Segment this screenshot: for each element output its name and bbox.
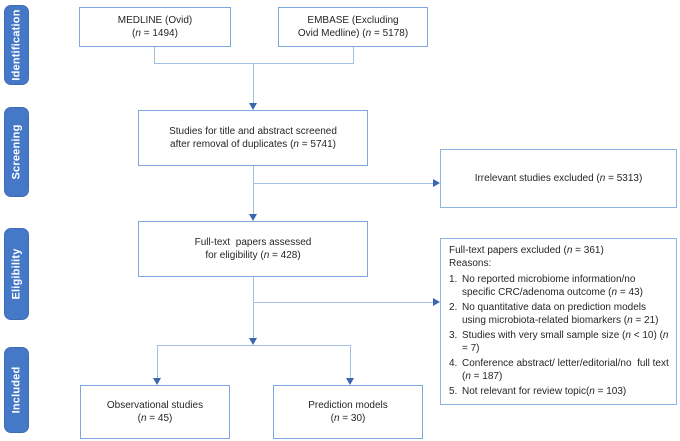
box-prediction-line2: (n = 30) — [330, 413, 366, 424]
stage-label-screening-text: Screening — [10, 124, 23, 180]
arrowhead-to-excluded — [433, 298, 440, 306]
stage-label-identification-text: Identification — [10, 9, 23, 81]
reason-number: 3. — [449, 330, 458, 341]
stage-label-included: Included — [4, 347, 29, 433]
arrowhead-to-split — [249, 338, 257, 345]
box-prediction-line1: Prediction models — [308, 400, 388, 411]
box-medline-line1: MEDLINE (Ovid) — [117, 15, 193, 26]
connector-screened-to-fulltext — [253, 166, 254, 214]
exclusion-reason-item: 5. Not relevant for review topic(n = 103… — [449, 386, 670, 399]
box-screened-line1: Studies for title and abstract screened — [169, 126, 337, 137]
reason-number: 2. — [449, 302, 458, 313]
connector-to-irrelevant — [253, 183, 433, 184]
box-fulltext-excluded: Full-text papers excluded (n = 361) Reas… — [440, 238, 677, 405]
stage-label-screening: Screening — [4, 107, 29, 197]
box-embase-line2: Ovid Medline) (n = 5178) — [297, 28, 409, 39]
box-screened: Studies for title and abstract screened … — [138, 110, 368, 166]
reason-text: No reported microbiome information/no sp… — [462, 274, 643, 298]
connector-to-prediction — [350, 345, 351, 379]
reason-text: Studies with very small sample size (n <… — [462, 330, 672, 354]
reason-text: Conference abstract/ letter/editorial/no… — [462, 358, 672, 382]
arrowhead-to-irrelevant — [433, 179, 440, 187]
connector-to-observational — [157, 345, 158, 379]
connector-to-excluded — [253, 302, 433, 303]
arrowhead-to-fulltext — [249, 214, 257, 221]
box-fulltext-assessed: Full-text papers assessed for eligibilit… — [138, 221, 368, 277]
stage-label-eligibility: Eligibility — [4, 228, 29, 320]
box-irrelevant-excluded-line1: Irrelevant studies excluded (n = 5313) — [474, 173, 643, 184]
box-observational-line2: (n = 45) — [137, 413, 173, 424]
arrowhead-to-prediction — [346, 378, 354, 385]
box-embase: EMBASE (Excluding Ovid Medline) (n = 517… — [278, 7, 428, 47]
stage-label-identification: Identification — [4, 5, 29, 85]
exclusion-reason-item: 2. No quantitative data on prediction mo… — [449, 302, 670, 327]
stage-label-included-text: Included — [10, 366, 23, 414]
box-observational-line1: Observational studies — [106, 400, 204, 411]
box-fulltext-excluded-header: Full-text papers excluded (n = 361) Reas… — [449, 245, 670, 270]
reason-number: 1. — [449, 274, 458, 285]
stage-label-eligibility-text: Eligibility — [10, 248, 23, 300]
reason-text: No quantitative data on prediction model… — [462, 302, 659, 326]
box-embase-line1: EMBASE (Excluding — [307, 15, 399, 26]
connector-embase-down — [353, 47, 354, 63]
exclusion-reason-item: 1. No reported microbiome information/no… — [449, 274, 670, 299]
box-prediction-models: Prediction models (n = 30) — [273, 385, 423, 439]
reason-number: 4. — [449, 358, 458, 369]
box-medline-line2: (n = 1494) — [132, 28, 178, 39]
box-observational-studies: Observational studies (n = 45) — [80, 385, 230, 439]
arrowhead-to-screened — [249, 103, 257, 110]
connector-medline-down — [154, 47, 155, 63]
reason-text: Not relevant for review topic(n = 103) — [462, 386, 627, 397]
box-fulltext-assessed-line1: Full-text papers assessed — [194, 237, 312, 248]
reason-number: 5. — [449, 386, 458, 397]
box-medline: MEDLINE (Ovid) (n = 1494) — [79, 7, 231, 47]
box-fulltext-excluded-reasons-label: Reasons: — [449, 257, 492, 269]
box-fulltext-excluded-title: Full-text papers excluded (n = 361) — [449, 245, 604, 256]
box-fulltext-assessed-line2: for eligibility (n = 428) — [205, 250, 301, 261]
arrowhead-to-observational — [153, 378, 161, 385]
connector-to-screened — [253, 63, 254, 104]
connector-split-horizontal — [157, 345, 350, 346]
connector-merge-horizontal — [154, 63, 354, 64]
exclusion-reason-item: 4. Conference abstract/ letter/editorial… — [449, 358, 670, 383]
box-irrelevant-excluded: Irrelevant studies excluded (n = 5313) — [440, 149, 677, 208]
box-screened-line2: after removal of duplicates (n = 5741) — [170, 139, 336, 150]
connector-fulltext-down — [253, 277, 254, 339]
exclusion-reason-item: 3. Studies with very small sample size (… — [449, 330, 670, 355]
